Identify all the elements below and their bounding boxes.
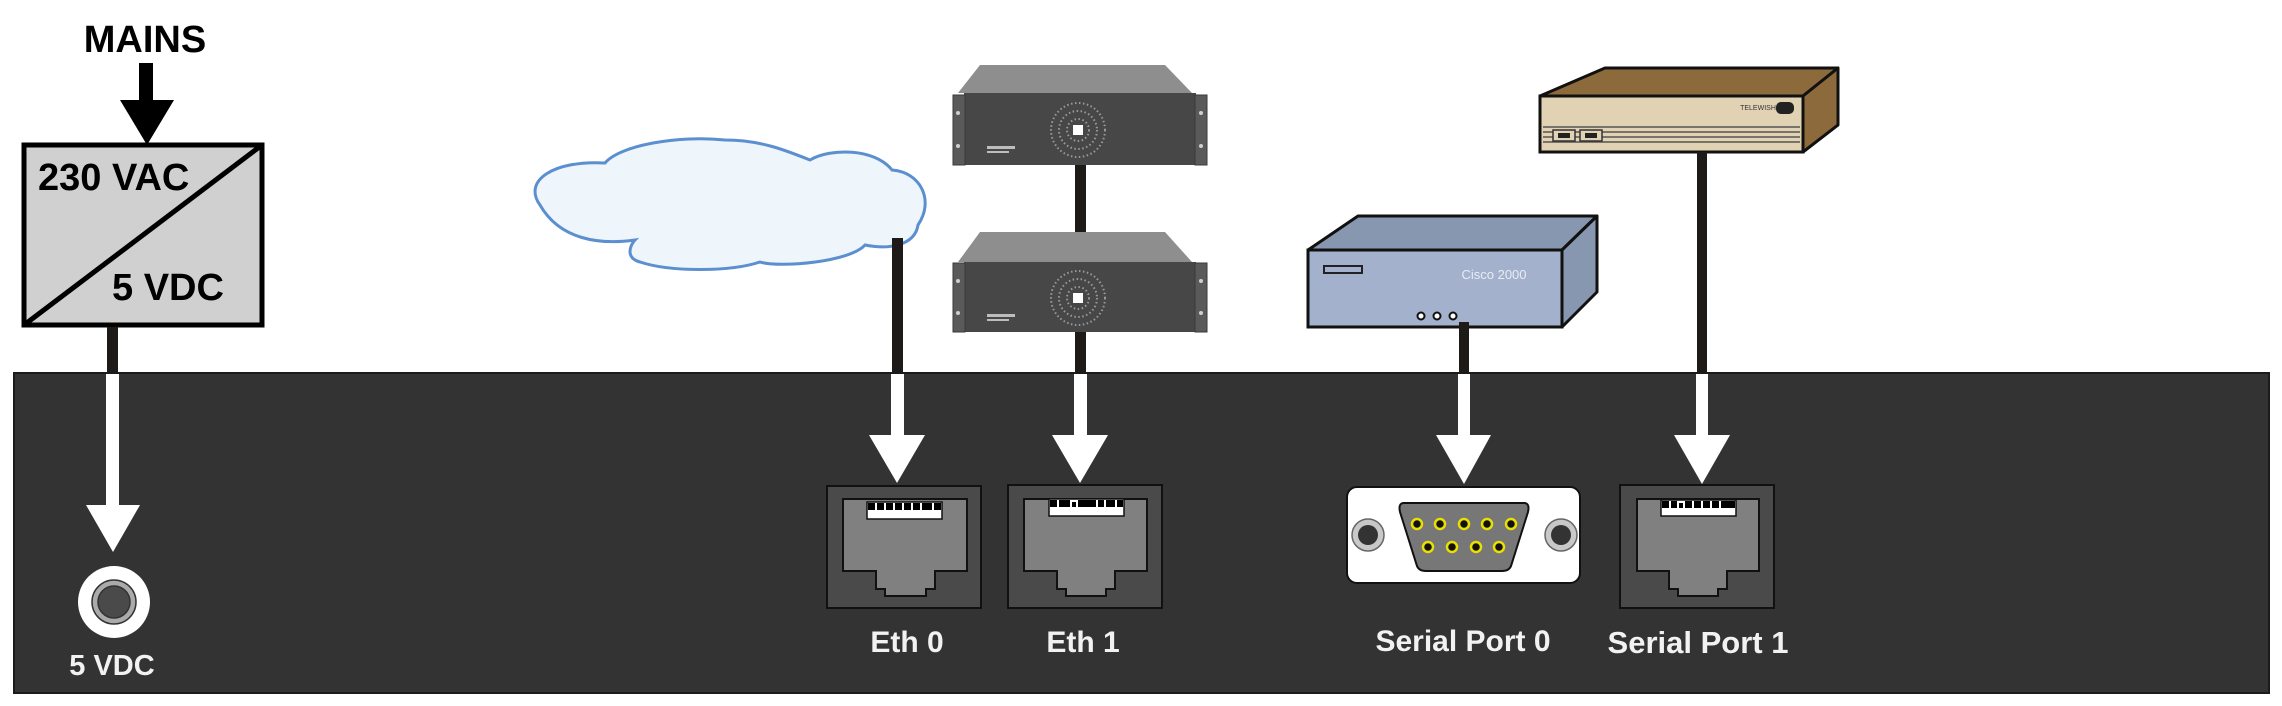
modem-brand-label: TELEWISH <box>1740 105 1776 112</box>
converter-input-label: 230 VAC <box>38 157 189 199</box>
eth1-label: Eth 1 <box>1046 626 1119 659</box>
rack-server-bottom-icon <box>952 232 1208 333</box>
power-wire <box>107 327 118 375</box>
eth1-arrow-icon <box>1052 374 1108 483</box>
serial1-arrow-icon <box>1674 374 1730 484</box>
db9-pin <box>1492 540 1506 554</box>
rack-server-top-icon <box>952 65 1208 166</box>
serial0-label: Serial Port 0 <box>1375 625 1550 658</box>
power-jack-label: 5 VDC <box>69 650 154 682</box>
desktop-modem-icon: TELEWISH <box>1538 66 1840 154</box>
power-converter: 230 VAC 5 VDC <box>21 142 265 328</box>
serial0-wire <box>1459 322 1469 375</box>
db9-pin <box>1421 540 1435 554</box>
db9-pin <box>1445 540 1459 554</box>
serial0-arrow-icon <box>1436 374 1491 484</box>
db9-pin <box>1457 517 1471 531</box>
router-model-label: Cisco 2000 <box>1461 267 1526 282</box>
db9-pin <box>1504 517 1518 531</box>
power-jack[interactable] <box>78 566 150 638</box>
serial1-label: Serial Port 1 <box>1608 625 1789 660</box>
serial1-wire <box>1697 152 1707 375</box>
eth0-port[interactable] <box>826 485 982 609</box>
serial1-port[interactable] <box>1619 484 1775 609</box>
eth0-arrow-icon <box>869 374 925 483</box>
db9-pin <box>1410 517 1424 531</box>
eth1-port[interactable] <box>1007 484 1163 609</box>
converter-output-label: 5 VDC <box>112 267 224 309</box>
eth1-wire <box>1075 332 1086 375</box>
db9-pin <box>1480 517 1494 531</box>
network-cloud-icon <box>533 137 927 271</box>
mains-arrow-icon <box>120 63 174 145</box>
db9-pin <box>1469 540 1483 554</box>
db9-pin <box>1433 517 1447 531</box>
server-link-wire <box>1075 165 1086 232</box>
power-arrow-icon <box>86 374 140 552</box>
mains-label: MAINS <box>84 19 206 61</box>
eth0-wire <box>892 238 903 375</box>
cisco-router-icon: Cisco 2000 <box>1306 214 1599 329</box>
eth0-label: Eth 0 <box>870 626 943 659</box>
serial0-port[interactable] <box>1346 486 1581 584</box>
power-supply-group: MAINS 230 VAC 5 VDC <box>21 19 265 375</box>
